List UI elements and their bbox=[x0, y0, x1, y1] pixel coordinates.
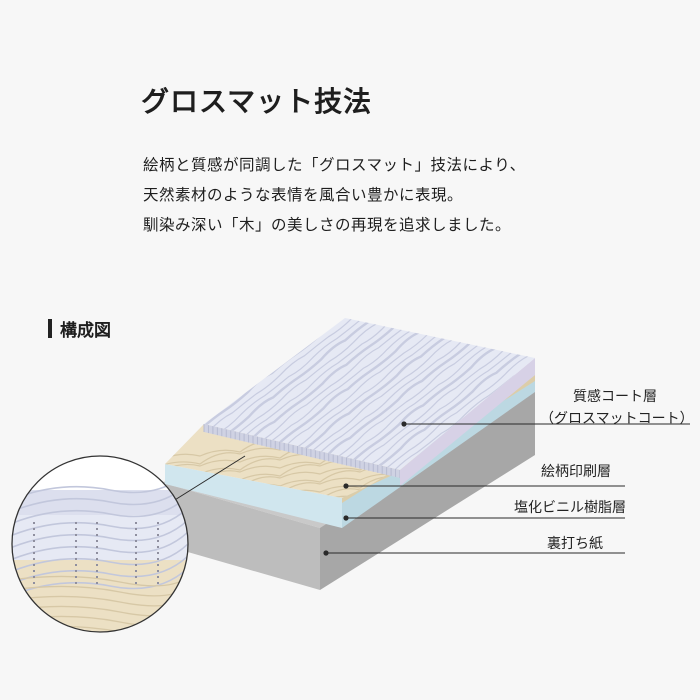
leader-dots bbox=[323, 421, 407, 556]
description-line-1: 絵柄と質感が同調した「グロスマット」技法により、 bbox=[143, 156, 526, 174]
label-vinyl-layer: 塩化ビニル樹脂層 bbox=[514, 500, 626, 516]
description-line-3: 馴染み深い「木」の美しさの再現を追求しました。 bbox=[143, 216, 512, 234]
section-heading: 構成図 bbox=[48, 316, 111, 341]
print-top-face bbox=[165, 424, 430, 498]
magnified-section bbox=[11, 455, 189, 633]
description: 絵柄と質感が同調した「グロスマット」技法により、 天然素材のような表情を風合い豊… bbox=[143, 150, 526, 240]
backing-side-face bbox=[320, 390, 535, 590]
coat-wood-grain bbox=[204, 318, 535, 470]
label-texture-coat-name: 質感コート層 bbox=[573, 389, 657, 405]
coat-ridges bbox=[203, 424, 401, 478]
texture-coat-layer bbox=[203, 318, 535, 486]
page-title: グロスマット技法 bbox=[141, 85, 373, 118]
print-side-face bbox=[342, 375, 535, 503]
coat-side-face bbox=[400, 358, 535, 486]
vinyl-front-face bbox=[165, 464, 342, 528]
backing-front-face bbox=[160, 482, 320, 590]
label-texture-coat: 質感コート層 （グロスマットコート） bbox=[540, 386, 694, 430]
heading-bar bbox=[48, 319, 52, 338]
description-line-2: 天然素材のような表情を風合い豊かに表現。 bbox=[143, 186, 464, 204]
section-heading-text: 構成図 bbox=[60, 321, 111, 341]
label-texture-coat-sub: （グロスマットコート） bbox=[540, 411, 694, 427]
label-print-layer: 絵柄印刷層 bbox=[541, 464, 611, 480]
coat-top-face bbox=[204, 318, 535, 470]
label-backing-paper: 裏打ち紙 bbox=[547, 536, 603, 552]
